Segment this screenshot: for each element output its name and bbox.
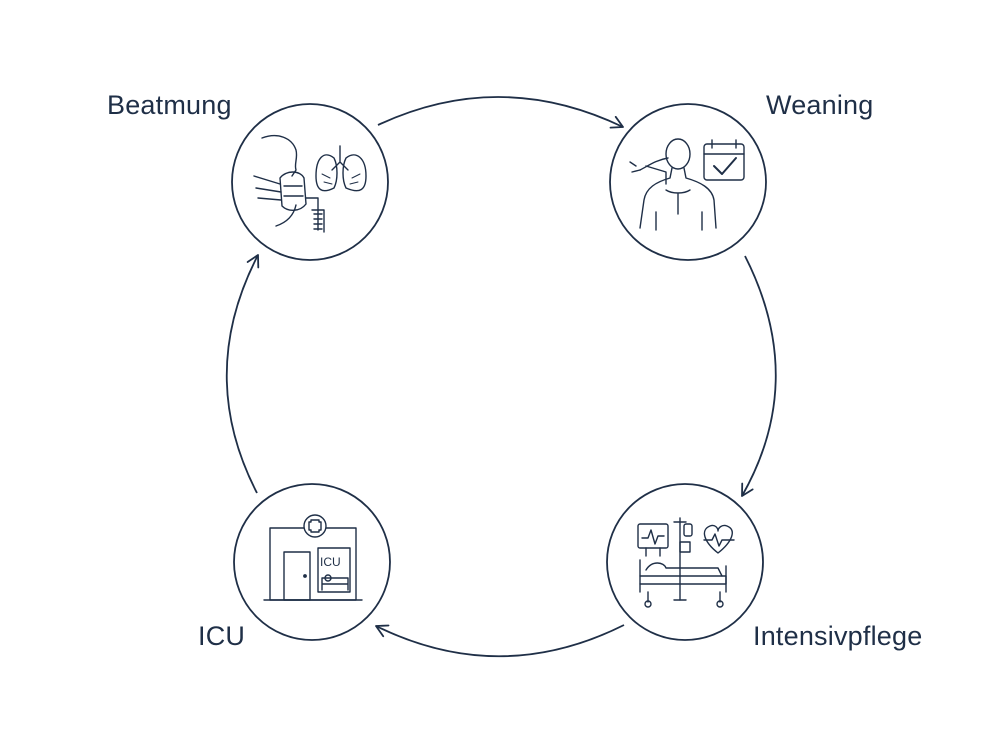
hospital-bed-monitor-icon bbox=[637, 517, 735, 608]
arrow-icu-to-beatmung bbox=[225, 254, 260, 494]
patient-calendar-check-icon bbox=[629, 138, 745, 231]
icu-building-icon bbox=[263, 514, 363, 601]
label-weaning: Weaning bbox=[766, 90, 874, 120]
label-intensivpflege: Intensivpflege bbox=[753, 621, 923, 651]
arrow-weaning-to-intensivpflege bbox=[741, 255, 777, 497]
label-icu: ICU bbox=[198, 621, 246, 651]
node-icu: ICU bbox=[233, 483, 391, 641]
arrow-beatmung-to-weaning bbox=[377, 96, 624, 129]
ventilation-mask-lungs-icon bbox=[253, 134, 367, 233]
node-beatmung bbox=[231, 103, 389, 261]
node-intensivpflege bbox=[606, 483, 764, 641]
node-weaning bbox=[609, 103, 767, 261]
icu-sign-text: ICU bbox=[320, 555, 341, 569]
arrow-intensivpflege-to-icu bbox=[375, 624, 625, 658]
label-beatmung: Beatmung bbox=[107, 90, 232, 120]
